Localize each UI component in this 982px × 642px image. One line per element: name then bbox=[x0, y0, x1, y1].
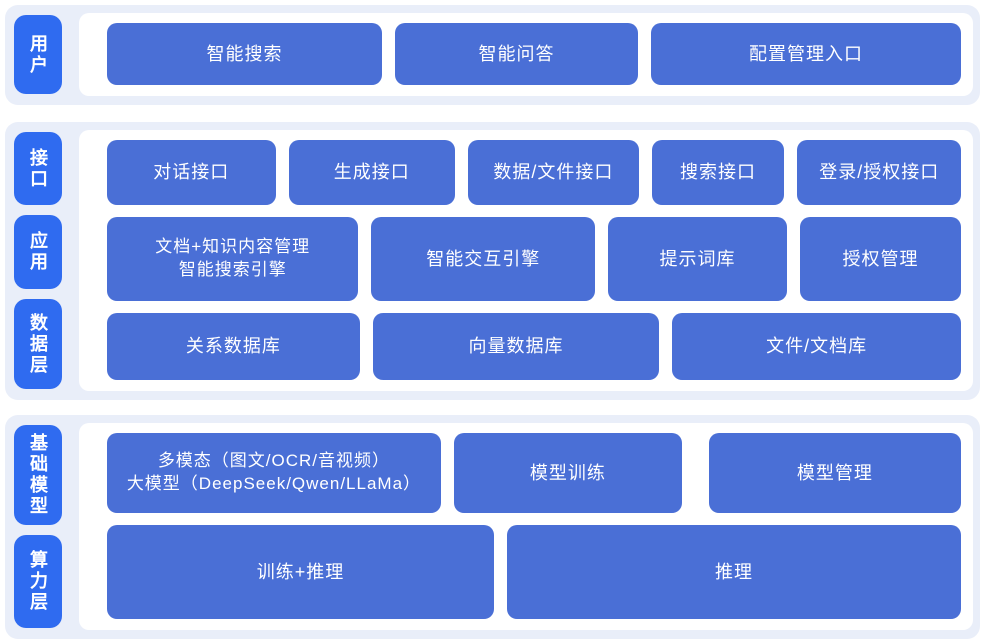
band-middle-layers: 接口 应用 数据层 对话接口 生成接口 数据/文件接口 搜索接口 登录/授权接口… bbox=[5, 122, 980, 400]
band-model-layers: 基础模型 算力层 多模态（图文/OCR/音视频） 大模型（DeepSeek/Qw… bbox=[5, 415, 980, 639]
block-model-training: 模型训练 bbox=[453, 433, 682, 513]
block-line-2: 大模型（DeepSeek/Qwen/LLaMa） bbox=[126, 473, 422, 493]
layer-label-application: 应用 bbox=[14, 215, 62, 290]
rail-middle: 接口 应用 数据层 bbox=[14, 130, 62, 391]
block-doc-knowledge-search-engine: 文档+知识内容管理 智能搜索引擎 bbox=[107, 217, 359, 301]
block-prompt-library: 提示词库 bbox=[608, 217, 787, 301]
block-data-file-api: 数据/文件接口 bbox=[468, 140, 639, 206]
layer-label-foundation-model: 基础模型 bbox=[14, 425, 62, 526]
block-smart-search: 智能搜索 bbox=[107, 23, 382, 85]
layer-label-user: 用户 bbox=[14, 15, 62, 94]
block-config-management-entry: 配置管理入口 bbox=[651, 23, 961, 85]
layer-label-data: 数据层 bbox=[14, 299, 62, 389]
panel-model: 多模态（图文/OCR/音视频） 大模型（DeepSeek/Qwen/LLaMa）… bbox=[79, 423, 973, 630]
block-model-management: 模型管理 bbox=[708, 433, 961, 513]
panel-middle: 对话接口 生成接口 数据/文件接口 搜索接口 登录/授权接口 文档+知识内容管理… bbox=[79, 130, 973, 391]
block-training-inference: 训练+推理 bbox=[107, 524, 495, 619]
block-vector-database: 向量数据库 bbox=[372, 312, 660, 380]
block-dialog-api: 对话接口 bbox=[107, 140, 276, 206]
row-application: 文档+知识内容管理 智能搜索引擎 智能交互引擎 提示词库 授权管理 bbox=[107, 217, 961, 301]
band-user-layer: 用户 智能搜索 智能问答 配置管理入口 bbox=[5, 5, 980, 105]
block-search-api: 搜索接口 bbox=[651, 140, 785, 206]
block-file-document-store: 文件/文档库 bbox=[672, 312, 961, 380]
row-compute: 训练+推理 推理 bbox=[107, 524, 961, 619]
rail-user: 用户 bbox=[14, 13, 62, 96]
block-authorization-management: 授权管理 bbox=[799, 217, 961, 301]
row-foundation-model: 多模态（图文/OCR/音视频） 大模型（DeepSeek/Qwen/LLaMa）… bbox=[107, 433, 961, 513]
block-smart-interaction-engine: 智能交互引擎 bbox=[371, 217, 596, 301]
block-line-1: 文档+知识内容管理 bbox=[155, 236, 311, 256]
block-login-auth-api: 登录/授权接口 bbox=[797, 140, 962, 206]
block-multimodal-llm: 多模态（图文/OCR/音视频） 大模型（DeepSeek/Qwen/LLaMa） bbox=[107, 433, 441, 513]
block-smart-qa: 智能问答 bbox=[395, 23, 638, 85]
block-line-1: 多模态（图文/OCR/音视频） bbox=[157, 450, 391, 470]
block-line-2: 智能搜索引擎 bbox=[178, 259, 287, 279]
layer-label-compute: 算力层 bbox=[14, 535, 62, 628]
block-inference: 推理 bbox=[507, 524, 961, 619]
block-relational-database: 关系数据库 bbox=[107, 312, 360, 380]
block-generation-api: 生成接口 bbox=[288, 140, 456, 206]
layer-label-interface: 接口 bbox=[14, 132, 62, 206]
row-data: 关系数据库 向量数据库 文件/文档库 bbox=[107, 312, 961, 380]
row-user-entries: 智能搜索 智能问答 配置管理入口 bbox=[107, 23, 961, 85]
panel-user: 智能搜索 智能问答 配置管理入口 bbox=[79, 13, 973, 96]
rail-model: 基础模型 算力层 bbox=[14, 423, 62, 630]
row-interface: 对话接口 生成接口 数据/文件接口 搜索接口 登录/授权接口 bbox=[107, 140, 962, 206]
